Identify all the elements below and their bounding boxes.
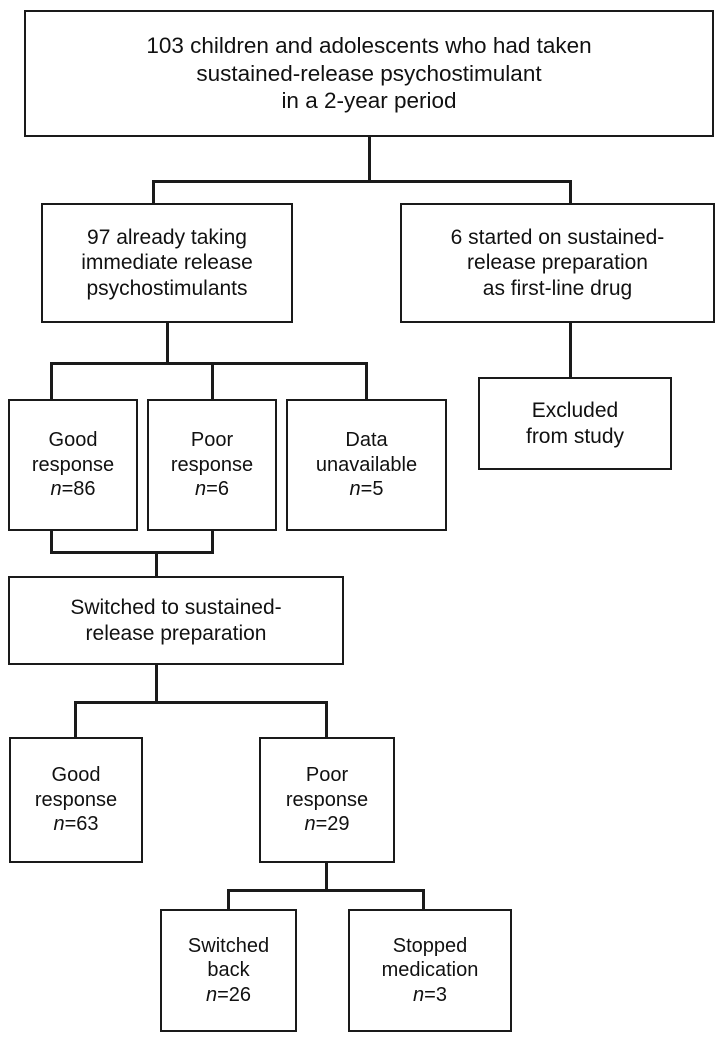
- node-stopped-medication-3: Stopped medication n=3: [348, 909, 512, 1032]
- edge-merge-bar: [50, 551, 214, 554]
- node-switched-back-n-prefix: n: [205, 983, 218, 1006]
- node-started-sustained-line-1: 6 started on sustained-: [450, 225, 665, 249]
- edge-to-already-taking: [152, 180, 155, 205]
- edge-to-stopped-medication: [422, 889, 425, 910]
- node-good86-line-2: response: [31, 453, 115, 476]
- node-poor6-n-prefix: n: [195, 478, 207, 501]
- node-stopped-medication-n-value: =3: [424, 983, 447, 1006]
- node-good-response-63: Good response n=63: [9, 737, 143, 863]
- edge-switched-sustained-stem: [155, 664, 158, 704]
- node-good63-n-value: =63: [64, 813, 99, 836]
- node-data-unavailable-5: Data unavailable n=5: [286, 399, 447, 531]
- node-poor29-line-1: Poor: [305, 764, 349, 787]
- node-already-taking-line-1: 97 already taking: [87, 225, 247, 249]
- node-switched-sustained-line-2: release preparation: [85, 621, 267, 645]
- node-poor6-n-value: =6: [206, 478, 229, 501]
- node-good86-line-1: Good: [48, 429, 98, 452]
- node-data-unavailable-n-prefix: n: [349, 478, 361, 501]
- edge-poor29-stem: [325, 862, 328, 892]
- edge-to-poor-6: [211, 362, 214, 400]
- node-good86-n-prefix: n: [50, 478, 62, 501]
- edge-to-started-sustained: [569, 180, 572, 205]
- node-started-sustained-line-2: release preparation: [467, 251, 648, 275]
- node-good-response-86: Good response n=86: [8, 399, 138, 531]
- edge-to-poor-29: [325, 701, 328, 738]
- node-switched-back-line-1: Switched: [187, 934, 270, 957]
- node-stopped-medication-line-2: medication: [381, 959, 479, 982]
- edge-to-data-unavailable: [365, 362, 368, 400]
- node-switched-back-count: n=26: [166, 983, 291, 1007]
- node-poor6-count: n=6: [153, 477, 271, 501]
- node-good63-line-1: Good: [51, 764, 101, 787]
- node-poor29-n-value: =29: [315, 813, 350, 836]
- node-excluded-line-1: Excluded: [531, 398, 619, 422]
- node-data-unavailable-line-2: unavailable: [315, 453, 418, 476]
- node-poor29-count: n=29: [265, 812, 389, 836]
- node-poor6-line-1: Poor: [190, 429, 234, 452]
- node-poor-response-29: Poor response n=29: [259, 737, 395, 863]
- edge-outcome-split-bar: [74, 701, 328, 704]
- node-data-unavailable-line-1: Data: [345, 429, 388, 452]
- node-poor29-n-prefix: n: [304, 813, 316, 836]
- node-switched-sustained-line-1: Switched to sustained-: [70, 595, 282, 619]
- node-already-taking-line-2: immediate release: [81, 251, 253, 275]
- edge-cohort-split-bar: [152, 180, 572, 183]
- node-stopped-medication-count: n=3: [354, 983, 506, 1007]
- edge-to-good-86: [50, 362, 53, 400]
- node-stopped-medication-line-1: Stopped: [392, 934, 468, 957]
- node-cohort-line-3: in a 2-year period: [281, 88, 457, 114]
- node-started-on-sustained-release: 6 started on sustained- release preparat…: [400, 203, 715, 323]
- edge-good86-down: [50, 530, 53, 554]
- edge-already-taking-stem: [166, 322, 169, 364]
- node-poor-response-6: Poor response n=6: [147, 399, 277, 531]
- edge-three-way-split-bar: [50, 362, 368, 365]
- node-switched-back-26: Switched back n=26: [160, 909, 297, 1032]
- node-good63-n-prefix: n: [53, 813, 65, 836]
- edge-started-to-excluded: [569, 322, 572, 378]
- edge-cohort-stem: [368, 136, 371, 182]
- node-excluded-line-2: from study: [525, 424, 625, 448]
- edge-to-good-63: [74, 701, 77, 738]
- node-good86-count: n=86: [14, 477, 132, 501]
- node-excluded-from-study: Excluded from study: [478, 377, 672, 470]
- node-switched-back-line-2: back: [207, 959, 250, 982]
- edge-poor6-down: [211, 530, 214, 554]
- node-already-taking-immediate-release: 97 already taking immediate release psyc…: [41, 203, 293, 323]
- node-good86-n-value: =86: [61, 478, 96, 501]
- node-good63-count: n=63: [15, 812, 137, 836]
- node-data-unavailable-n-value: =5: [360, 478, 384, 501]
- node-switched-back-n-value: =26: [217, 983, 252, 1006]
- node-poor6-line-2: response: [170, 453, 254, 476]
- node-cohort: 103 children and adolescents who had tak…: [24, 10, 714, 137]
- node-cohort-line-2: sustained-release psychostimulant: [196, 60, 542, 86]
- edge-to-switched-sustained: [155, 551, 158, 577]
- node-already-taking-line-3: psychostimulants: [86, 276, 248, 300]
- edge-to-switched-back: [227, 889, 230, 910]
- node-started-sustained-line-3: as first-line drug: [482, 276, 633, 300]
- node-good63-line-2: response: [34, 788, 118, 811]
- node-switched-to-sustained-release: Switched to sustained- release preparati…: [8, 576, 344, 665]
- node-data-unavailable-count: n=5: [292, 477, 441, 501]
- node-poor29-line-2: response: [285, 788, 369, 811]
- node-cohort-line-1: 103 children and adolescents who had tak…: [146, 33, 592, 59]
- node-stopped-medication-n-prefix: n: [413, 983, 425, 1006]
- edge-final-split-bar: [227, 889, 425, 892]
